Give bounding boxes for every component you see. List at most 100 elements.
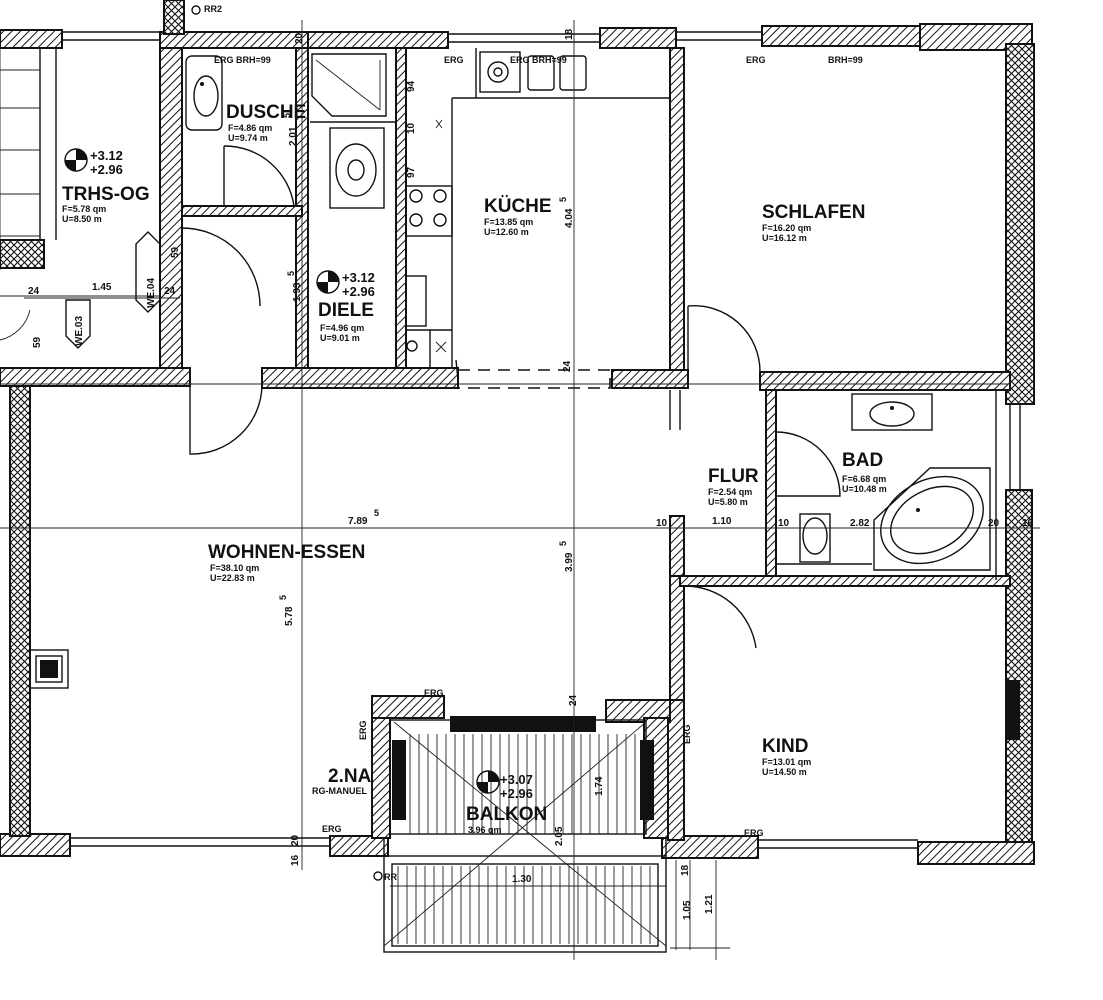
dim-7-89-sup: 5	[374, 508, 379, 518]
dim-1-05: 1.05	[682, 900, 693, 920]
erg-brh-label-1: ERG BRH=99	[214, 55, 271, 65]
level-markers	[64, 5, 500, 881]
windows	[62, 31, 1021, 849]
dim-5-78: 5.78	[284, 606, 295, 626]
dim-7-89: 7.89	[348, 516, 368, 527]
dim-20: 20	[988, 518, 1000, 529]
trhs-level-top: +3.12	[90, 148, 123, 163]
dim-94: 94	[406, 80, 417, 92]
schlafen-perimeter: U=16.12 m	[762, 233, 807, 243]
balcony	[383, 716, 667, 953]
kueche-name: KÜCHE	[484, 196, 552, 217]
trhs-area: F=5.78 qm	[62, 204, 106, 214]
erg-label-bottom-right: ERG	[744, 828, 764, 838]
dim-59-b: 59	[170, 246, 181, 258]
kitchen-fixtures	[405, 48, 670, 389]
flur-name: FLUR	[708, 466, 759, 487]
dim-18: 18	[680, 864, 691, 876]
diele-perimeter: U=9.01 m	[320, 333, 360, 343]
dim-16-bottom: 16	[290, 854, 301, 866]
diele-area: F=4.96 qm	[320, 323, 364, 333]
erg-label-balcony-right: ERG	[682, 724, 692, 744]
rr-label-bottom: RR	[384, 872, 397, 882]
dim-1-74: 1.74	[594, 776, 605, 796]
diele-level-bottom: +2.96	[342, 284, 375, 299]
dim-24-a: 24	[28, 286, 40, 297]
dim-10-a: 10	[656, 518, 668, 529]
shower-fixtures	[185, 53, 396, 209]
flur-perimeter: U=5.80 m	[708, 497, 748, 507]
erg-label-top-left: ERG	[444, 55, 464, 65]
we03-label: WE.03	[74, 316, 85, 346]
kueche-area: F=13.85 qm	[484, 217, 533, 227]
dim-18-top: 18	[564, 28, 575, 40]
walls	[0, 0, 1035, 865]
balkon-name: BALKON	[466, 804, 547, 825]
erg-label-bottom-left: ERG	[322, 824, 342, 834]
balkon-level-bottom: +2.96	[500, 786, 533, 801]
dim-2-01-sup: 5	[282, 113, 292, 118]
stairwell-lines	[0, 46, 160, 341]
dim-24-c: 24	[568, 694, 579, 706]
dim-24-b: 24	[164, 286, 176, 297]
dim-24-k: 24	[562, 360, 573, 372]
erg-label-balcony-top: ERG	[424, 688, 444, 698]
diele-name: DIELE	[318, 300, 374, 321]
dim-2-01: 2.01	[288, 126, 299, 146]
doors	[181, 145, 841, 649]
kind-area: F=13.01 qm	[762, 757, 811, 767]
dim-1-93-sup: 5	[286, 271, 296, 276]
trhs-level-bottom: +2.96	[90, 162, 123, 177]
dusche-area: F=4.86 qm	[228, 123, 272, 133]
dim-10-v: 10	[406, 122, 417, 134]
trhs-perimeter: U=8.50 m	[62, 214, 102, 224]
dim-10-b: 10	[778, 518, 790, 529]
we04-label: WE.04	[146, 278, 157, 308]
erg-brh-label-2: ERG BRH=99	[510, 55, 567, 65]
balkon-level-top: +3.07	[500, 772, 533, 787]
dim-3-99-sup: 5	[558, 541, 568, 546]
dusche-name: DUSCHE	[226, 102, 306, 123]
dim-5-78-sup: 5	[278, 595, 288, 600]
bad-perimeter: U=10.48 m	[842, 484, 887, 494]
kind-name: KIND	[762, 736, 808, 757]
dim-59-a: 59	[32, 336, 43, 348]
dim-3-99: 3.99	[564, 552, 575, 572]
diele-level-top: +3.12	[342, 270, 375, 285]
dim-1-21: 1.21	[704, 894, 715, 914]
dimension-texts: 1.45 24 24 7.89 5 1.10 10 10 2.82 20 16 …	[28, 28, 1034, 920]
wohnen-perimeter: U=22.83 m	[210, 573, 255, 583]
erg-label-schlafen: ERG	[746, 55, 766, 65]
flur-area: F=2.54 qm	[708, 487, 752, 497]
dim-1-45: 1.45	[92, 282, 112, 293]
schlafen-name: SCHLAFEN	[762, 202, 865, 223]
kueche-perimeter: U=12.60 m	[484, 227, 529, 237]
rg-manuel-label: RG-MANUEL	[312, 786, 367, 796]
wohnen-area: F=38.10 qm	[210, 563, 259, 573]
na2-label: 2.NA	[328, 766, 372, 787]
balkon-area: 3.96 qm	[468, 825, 502, 835]
dim-2-05: 2.05	[554, 826, 565, 846]
living-fixtures	[29, 649, 69, 689]
dim-20-top: 20	[294, 32, 305, 44]
schlafen-area: F=16.20 qm	[762, 223, 811, 233]
bad-name: BAD	[842, 450, 883, 471]
bad-area: F=6.68 qm	[842, 474, 886, 484]
erg-label-balcony-left: ERG	[358, 720, 368, 740]
dim-2-82: 2.82	[850, 518, 870, 529]
dim-97: 97	[406, 166, 417, 178]
dimension-lines	[0, 20, 1040, 960]
dim-1-30: 1.30	[512, 874, 532, 885]
dim-16: 16	[1022, 518, 1034, 529]
wohnen-name: WOHNEN-ESSEN	[208, 542, 365, 563]
trhs-name: TRHS-OG	[62, 184, 150, 205]
bath-fixtures	[776, 390, 997, 580]
dim-1-93: 1.93	[292, 282, 303, 302]
room-labels: +3.12 +2.96 TRHS-OG F=5.78 qm U=8.50 m D…	[62, 102, 887, 835]
rr2-label: RR2	[204, 4, 222, 14]
annotations: RR2 ERG BRH=99 ERG BRH=99 ERG ERG BRH=99…	[74, 4, 863, 882]
dim-20-bottom: 20	[290, 834, 301, 846]
kind-perimeter: U=14.50 m	[762, 767, 807, 777]
dusche-perimeter: U=9.74 m	[228, 133, 268, 143]
